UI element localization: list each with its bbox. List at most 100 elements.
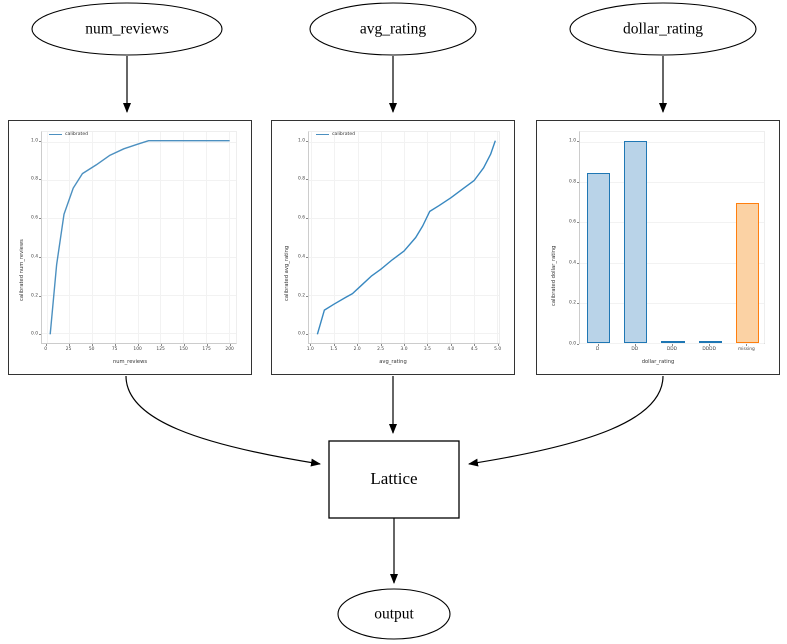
y-tick-label: 0.8 (31, 176, 38, 182)
node-num-reviews-shape (31, 2, 223, 56)
gridline-horizontal (580, 142, 764, 144)
x-tick-mark (380, 344, 382, 346)
x-tick-label: missing (737, 347, 755, 352)
x-tick-label: DDDD (702, 347, 716, 352)
x-tick-label: 3.5 (423, 347, 431, 352)
y-tick-label: 0.8 (569, 179, 576, 185)
y-tick-mark (39, 140, 41, 142)
gridline-vertical (450, 132, 452, 343)
y-tick-label: 0.4 (298, 254, 305, 260)
y-tick-mark (39, 256, 41, 258)
x-tick-mark (497, 344, 499, 346)
x-tick-label: DDD (666, 347, 678, 352)
x-tick-mark (474, 344, 476, 346)
x-tick-label: 125 (156, 347, 165, 352)
node-dollar-rating[interactable]: dollar_rating (569, 2, 757, 56)
y-tick-mark (577, 222, 579, 224)
bar-D[interactable] (587, 172, 611, 343)
x-tick-label: 1.5 (330, 347, 338, 352)
node-num-reviews-label: num_reviews (85, 21, 169, 38)
node-num-reviews[interactable]: num_reviews (31, 2, 223, 56)
x-tick-mark (746, 344, 748, 346)
plot1-xlabel: num_reviews (112, 359, 148, 365)
x-tick-label: DD (631, 347, 639, 352)
x-tick-mark (114, 344, 116, 346)
gridline-horizontal (309, 333, 499, 335)
plot1-legend: calibrated (49, 132, 88, 137)
series-line (49, 139, 230, 335)
plot-line-layer (49, 139, 230, 335)
plot2-legend-swatch (316, 133, 329, 136)
plot1-axes (41, 131, 237, 344)
x-tick-label: 25 (65, 347, 72, 352)
gridline-vertical (46, 132, 48, 343)
gridline-vertical (114, 132, 116, 343)
edge-plot3-to-lattice (468, 375, 664, 467)
y-tick-label: 0.6 (569, 219, 576, 225)
plot1-legend-label: calibrated (65, 132, 89, 137)
x-tick-mark (183, 344, 185, 346)
bar-DDDD[interactable] (698, 341, 722, 343)
gridline-horizontal (580, 343, 764, 344)
bar-missing[interactable] (735, 203, 759, 343)
gridline-horizontal (580, 182, 764, 184)
node-avg-rating-shape (309, 2, 477, 56)
gridline-vertical (357, 132, 359, 343)
y-tick-mark (306, 295, 308, 297)
x-tick-mark (68, 344, 70, 346)
y-tick-label: 0.8 (298, 176, 305, 182)
gridline-horizontal (309, 218, 499, 220)
x-tick-label: D (595, 347, 600, 352)
plot-line-layer (316, 140, 496, 335)
gridline-horizontal (580, 262, 764, 264)
y-tick-label: 0.0 (31, 331, 38, 337)
plot3-axes (579, 131, 765, 344)
plot2-legend: calibrated (316, 132, 355, 137)
x-tick-mark (310, 344, 312, 346)
y-tick-label: 0.2 (31, 293, 38, 299)
x-tick-mark (45, 344, 47, 346)
plot2-axes (308, 131, 500, 344)
gridline-horizontal (42, 333, 236, 335)
gridline-horizontal (42, 141, 236, 143)
x-tick-mark (137, 344, 139, 346)
x-tick-label: 2.5 (377, 347, 385, 352)
gridline-vertical (137, 132, 139, 343)
node-dollar-rating-label: dollar_rating (623, 21, 703, 38)
gridline-vertical (404, 132, 405, 343)
node-lattice-shape (328, 440, 460, 519)
node-avg-rating[interactable]: avg_rating (309, 2, 477, 56)
gridline-vertical (160, 132, 162, 343)
gridline-horizontal (42, 295, 236, 297)
gridline-horizontal (580, 222, 764, 224)
node-lattice[interactable]: Lattice (328, 440, 460, 519)
x-tick-mark (357, 344, 358, 346)
gridline-vertical (69, 132, 71, 343)
x-tick-label: 100 (133, 347, 142, 352)
node-output[interactable]: output (337, 588, 451, 640)
x-tick-label: 2.0 (353, 347, 361, 352)
bar-DDD[interactable] (661, 341, 685, 343)
x-tick-mark (91, 344, 93, 346)
y-tick-label: 0.6 (298, 215, 305, 221)
x-tick-mark (229, 344, 231, 346)
x-tick-label: 75 (111, 347, 118, 352)
node-dollar-rating-shape (569, 2, 757, 56)
series-line (316, 140, 496, 335)
y-tick-mark (39, 295, 41, 297)
y-tick-mark (577, 262, 579, 264)
y-tick-label: 1.0 (298, 138, 305, 144)
plot2-legend-label: calibrated (332, 132, 356, 137)
x-tick-label: 150 (179, 347, 188, 352)
x-tick-label: 50 (88, 347, 95, 352)
x-tick-mark (672, 344, 673, 346)
bar-DD[interactable] (624, 141, 648, 343)
y-tick-mark (306, 140, 308, 142)
plot-dollar-rating-calibrator: dollar_rating calibrated dollar_rating D… (536, 120, 780, 375)
x-tick-label: 1.0 (306, 347, 314, 352)
x-tick-label: 200 (225, 347, 234, 352)
gridline-horizontal (309, 179, 499, 181)
plot1-legend-swatch (49, 133, 62, 136)
gridline-horizontal (42, 256, 236, 258)
